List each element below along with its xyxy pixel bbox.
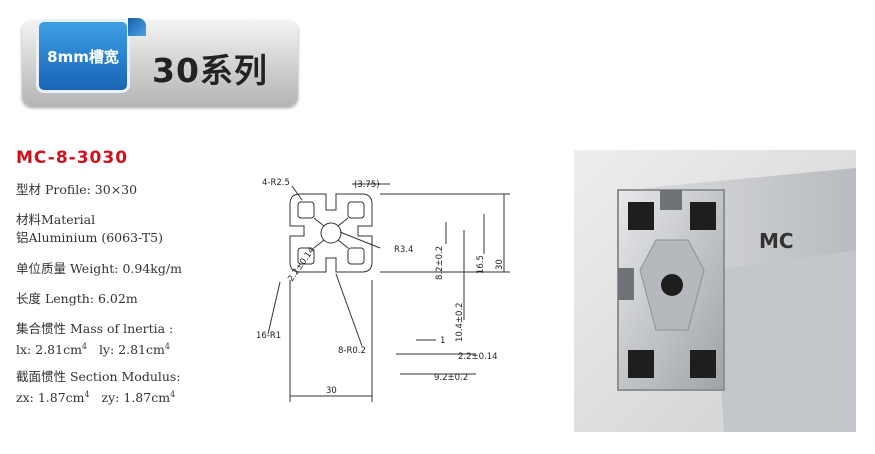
slot-width-tag: 8mm槽宽 bbox=[36, 19, 130, 93]
dim-lip: 1 bbox=[440, 336, 445, 346]
dim-bore: R3.4 bbox=[394, 245, 413, 255]
exponent: 4 bbox=[164, 342, 170, 351]
tag-corner-decoration bbox=[128, 18, 146, 36]
spec-inertia-label: 集合惯性 Mass of lnertia : bbox=[16, 321, 174, 336]
spec-material-value: 铝Aluminium (6063-T5) bbox=[16, 230, 163, 245]
dim-fillet: 8-R0.2 bbox=[338, 346, 366, 356]
profile-drawing: 4-R2.5 (3.75) R3.4 2.2±0.14 8.2±0.2 16.5… bbox=[256, 178, 510, 402]
modulus-zy: zy: 1.87cm bbox=[101, 390, 171, 406]
slot-width-label: 8mm槽宽 bbox=[47, 47, 119, 66]
inertia-ly: ly: 2.81cm bbox=[98, 342, 165, 358]
spec-modulus-label: 截面惯性 Section Modulus: bbox=[16, 369, 181, 384]
exponent: 4 bbox=[81, 342, 88, 351]
dim-inner: 8.2±0.2 bbox=[435, 246, 445, 280]
exponent: 4 bbox=[84, 390, 90, 399]
dim-small-radius: 16-R1 bbox=[256, 331, 281, 341]
dim-slot-depth: 10.4±0.2 bbox=[455, 302, 465, 342]
spec-weight: 单位质量 Weight: 0.94kg/m bbox=[16, 261, 182, 276]
dim-lip-thickness: 2.2±0.14 bbox=[458, 352, 498, 362]
dim-height: 30 bbox=[495, 259, 505, 270]
dim-mid: 16.5 bbox=[476, 255, 486, 274]
spec-modulus-values: zx: 1.87cm4 zy: 1.87cm4 bbox=[16, 386, 175, 407]
profile-outline bbox=[289, 193, 373, 273]
inertia-lx: lx: 2.81cm bbox=[16, 342, 82, 358]
spec-inertia-values: lx: 2.81cm4 ly: 2.81cm4 bbox=[16, 338, 170, 359]
photo-brand-label: MC bbox=[759, 229, 794, 253]
dim-slot: 2.2±0.14 bbox=[286, 246, 317, 284]
dim-width: 30 bbox=[326, 386, 337, 396]
dim-opening: 9.2±0.2 bbox=[434, 373, 468, 383]
spec-length: 长度 Length: 6.02m bbox=[16, 291, 138, 306]
spec-profile: 型材 Profile: 30×30 bbox=[16, 182, 138, 197]
photo-bore bbox=[661, 274, 683, 296]
product-photo: MC bbox=[574, 150, 856, 432]
center-bore bbox=[320, 222, 342, 244]
modulus-zx: zx: 1.87cm bbox=[16, 390, 85, 406]
spec-material-label: 材料Material bbox=[16, 212, 96, 227]
product-model: MC-8-3030 bbox=[16, 148, 129, 168]
exponent: 4 bbox=[170, 390, 176, 399]
series-title: 30系列 bbox=[152, 51, 268, 90]
dim-corner-radius: 4-R2.5 bbox=[262, 178, 290, 188]
dim-top: (3.75) bbox=[354, 180, 380, 190]
